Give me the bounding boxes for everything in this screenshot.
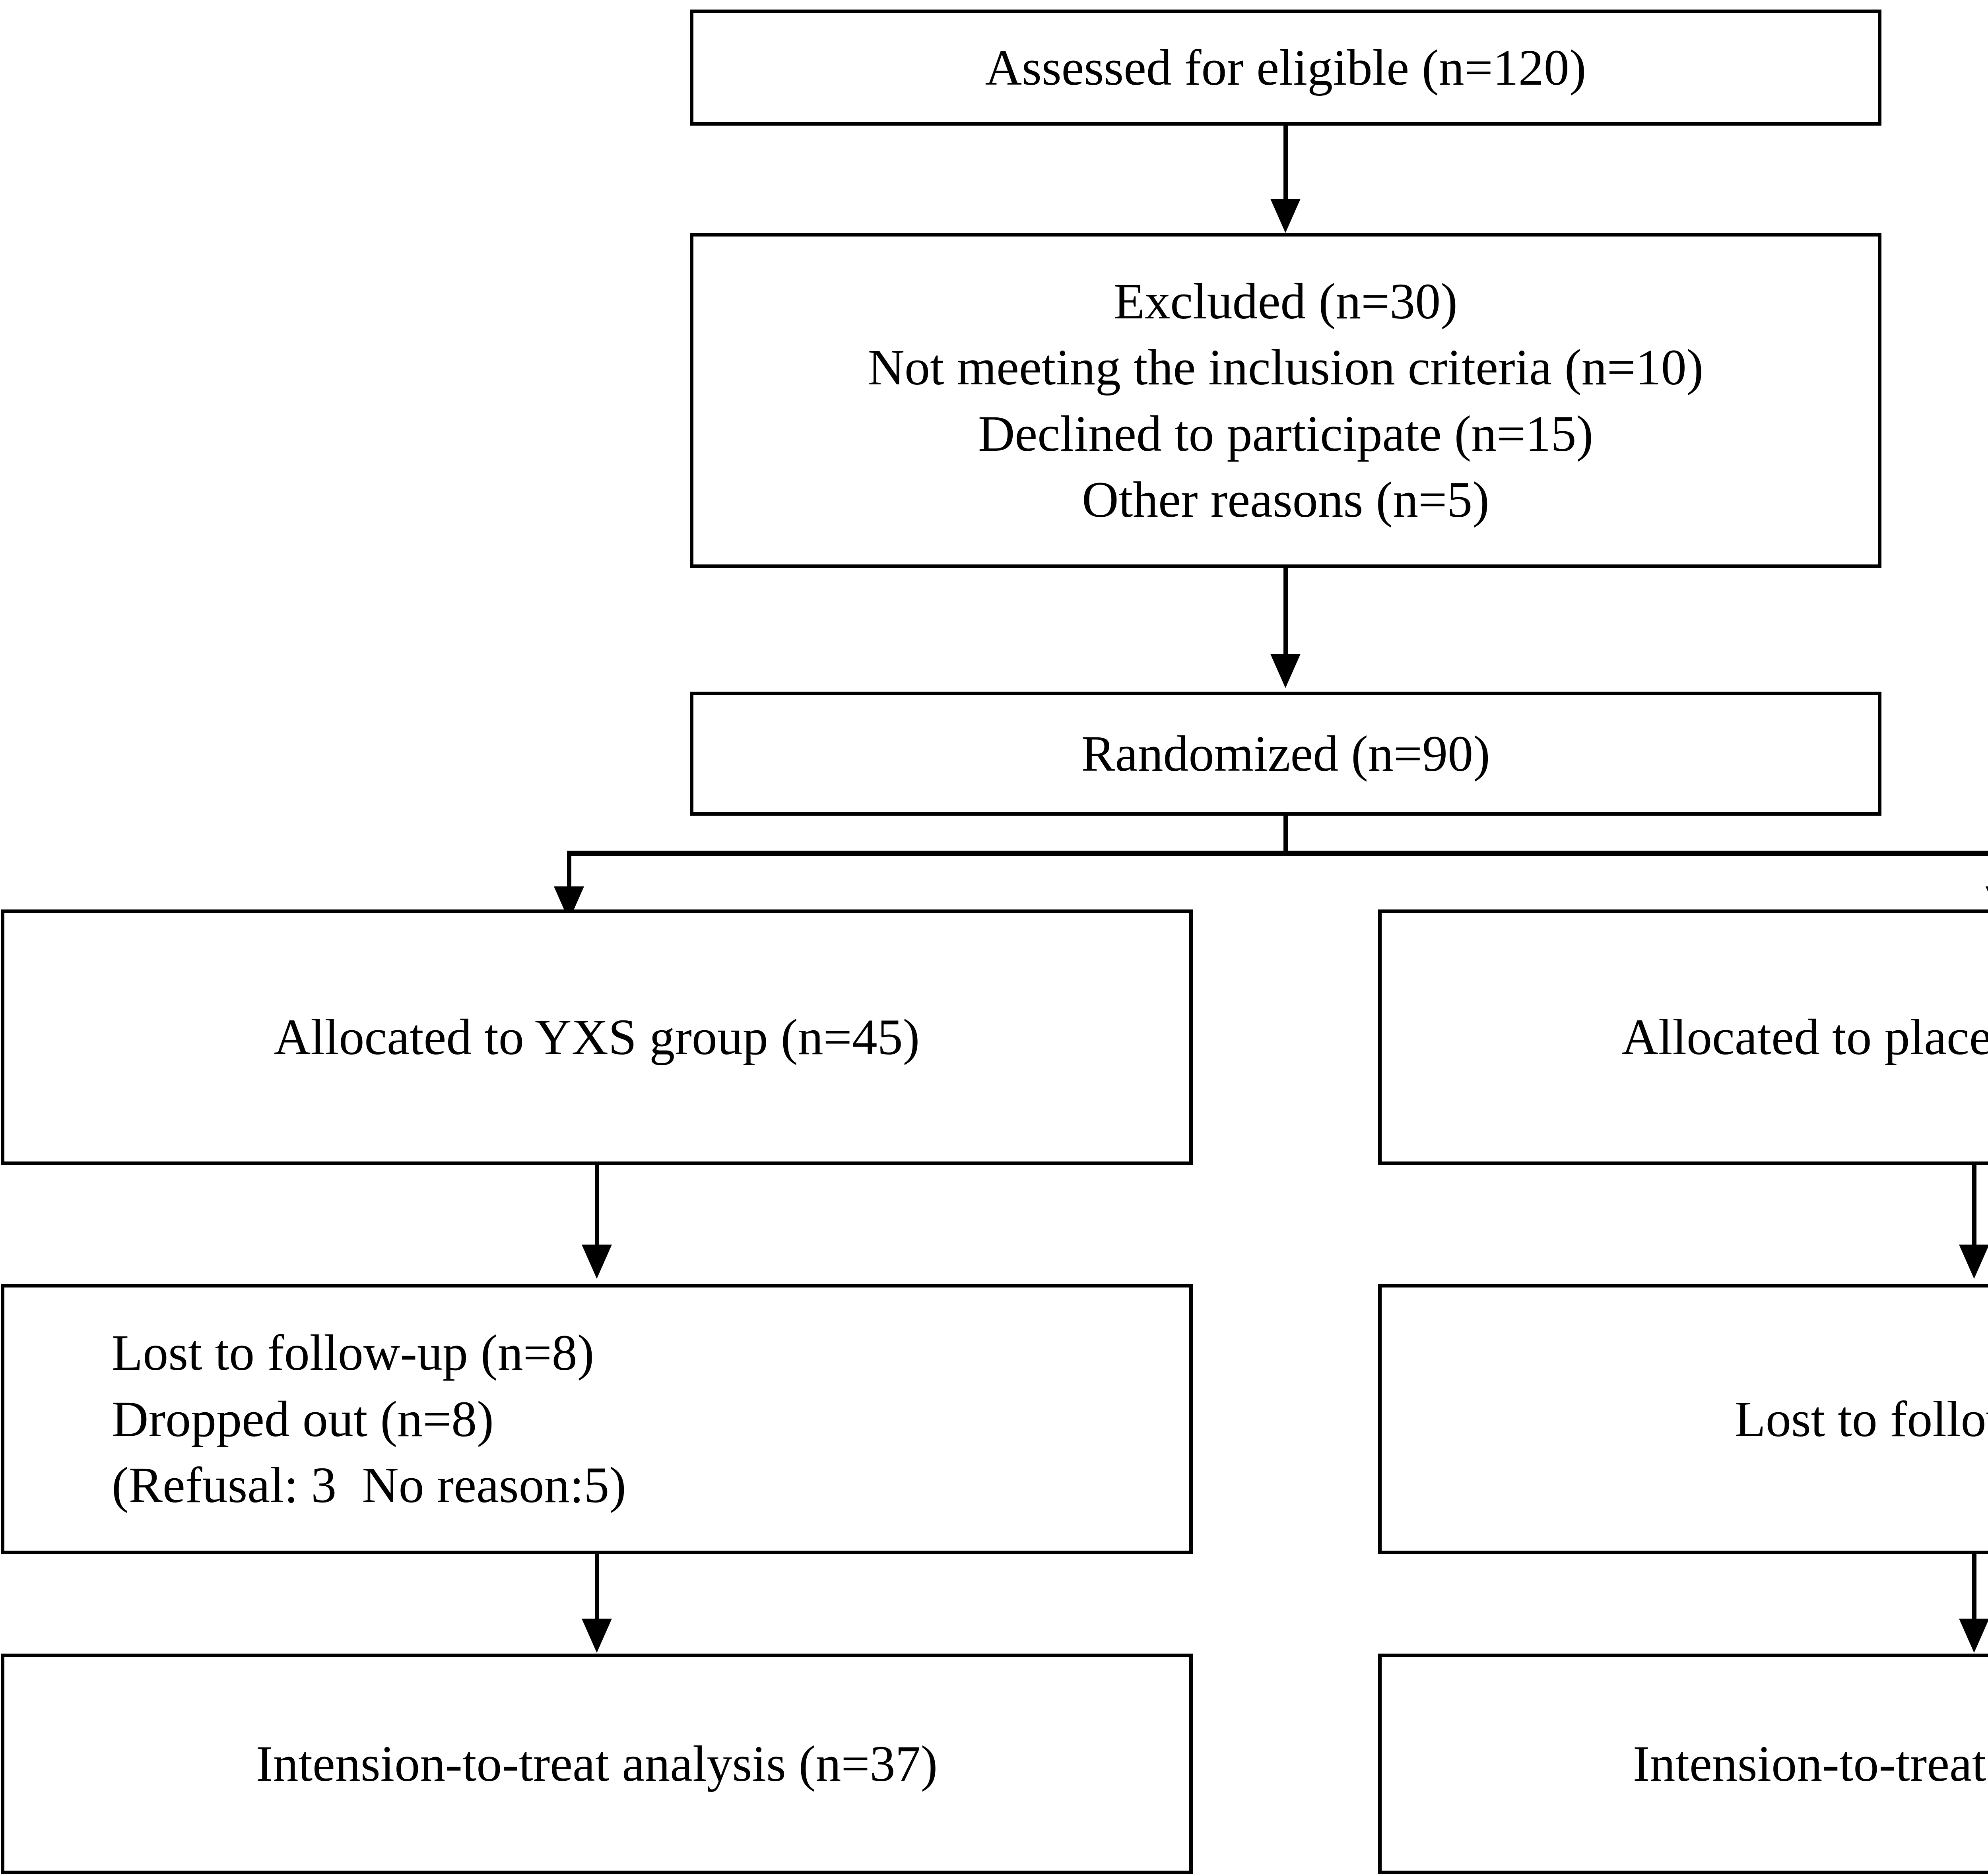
node-excluded-line-4: Other reasons (n=5) — [1082, 471, 1489, 528]
node-excluded-line-2: Not meeting the inclusion criteria (n=10… — [868, 339, 1704, 396]
arrowhead-assessed-to-excluded — [1270, 199, 1301, 233]
connector-yxs-allocation-to-followup — [595, 1165, 599, 1251]
node-followup-yxs-line-3: (Refusal: 3 No reason:5) — [112, 1457, 626, 1514]
connector-randomized-stem — [1283, 816, 1288, 853]
node-followup-yxs: Lost to follow-up (n=8) Dropped out (n=8… — [1, 1284, 1193, 1554]
node-allocated-yxs-label: Allocated to YXS group (n=45) — [274, 1009, 920, 1066]
node-randomized: Randomized (n=90) — [690, 692, 1881, 816]
node-excluded-line-3: Declined to participate (n=15) — [978, 405, 1594, 462]
node-itt-placebo-label: Intension-to-treat analysis (n=45) — [1633, 1735, 1986, 1792]
arrowhead-to-placebo-allocation — [1986, 886, 1988, 921]
node-allocated-placebo-label: Allocated to placebo group (n=45) — [1621, 1009, 1988, 1066]
arrowhead-yxs-allocation-to-followup — [582, 1245, 612, 1279]
connector-split-left-drop — [567, 851, 571, 894]
node-followup-yxs-line-2: Dropped out (n=8) — [112, 1390, 494, 1447]
node-excluded: Excluded (n=30) Not meeting the inclusio… — [690, 233, 1881, 568]
node-excluded-line-1: Excluded (n=30) — [1114, 273, 1458, 330]
connector-excluded-to-randomized — [1283, 568, 1288, 659]
arrowhead-excluded-to-randomized — [1270, 654, 1301, 688]
connector-assessed-to-excluded — [1283, 126, 1288, 205]
connector-placebo-allocation-to-followup — [1972, 1165, 1976, 1251]
arrowhead-yxs-followup-to-itt — [582, 1619, 612, 1653]
connector-randomization-split-bar — [567, 851, 1988, 856]
node-allocated-placebo: Allocated to placebo group (n=45) — [1378, 909, 1988, 1165]
node-itt-yxs-label: Intension-to-treat analysis (n=37) — [256, 1735, 938, 1792]
node-assessed-for-eligibility: Assessed for eligible (n=120) — [690, 10, 1881, 126]
node-followup-placebo-label: Lost to follow up (n=0) — [1734, 1390, 1988, 1447]
node-followup-placebo: Lost to follow up (n=0) — [1378, 1284, 1988, 1554]
node-allocated-yxs: Allocated to YXS group (n=45) — [1, 909, 1193, 1165]
node-randomized-label: Randomized (n=90) — [1081, 725, 1490, 782]
arrowhead-placebo-followup-to-itt — [1959, 1619, 1988, 1653]
node-itt-placebo: Intension-to-treat analysis (n=45) — [1378, 1654, 1988, 1874]
arrowhead-placebo-allocation-to-followup — [1959, 1245, 1988, 1279]
node-assessed-label: Assessed for eligible (n=120) — [985, 39, 1586, 96]
connector-placebo-followup-to-itt — [1972, 1554, 1976, 1626]
node-followup-yxs-line-1: Lost to follow-up (n=8) — [112, 1324, 594, 1381]
node-itt-yxs: Intension-to-treat analysis (n=37) — [1, 1654, 1193, 1874]
connector-yxs-followup-to-itt — [595, 1554, 599, 1626]
